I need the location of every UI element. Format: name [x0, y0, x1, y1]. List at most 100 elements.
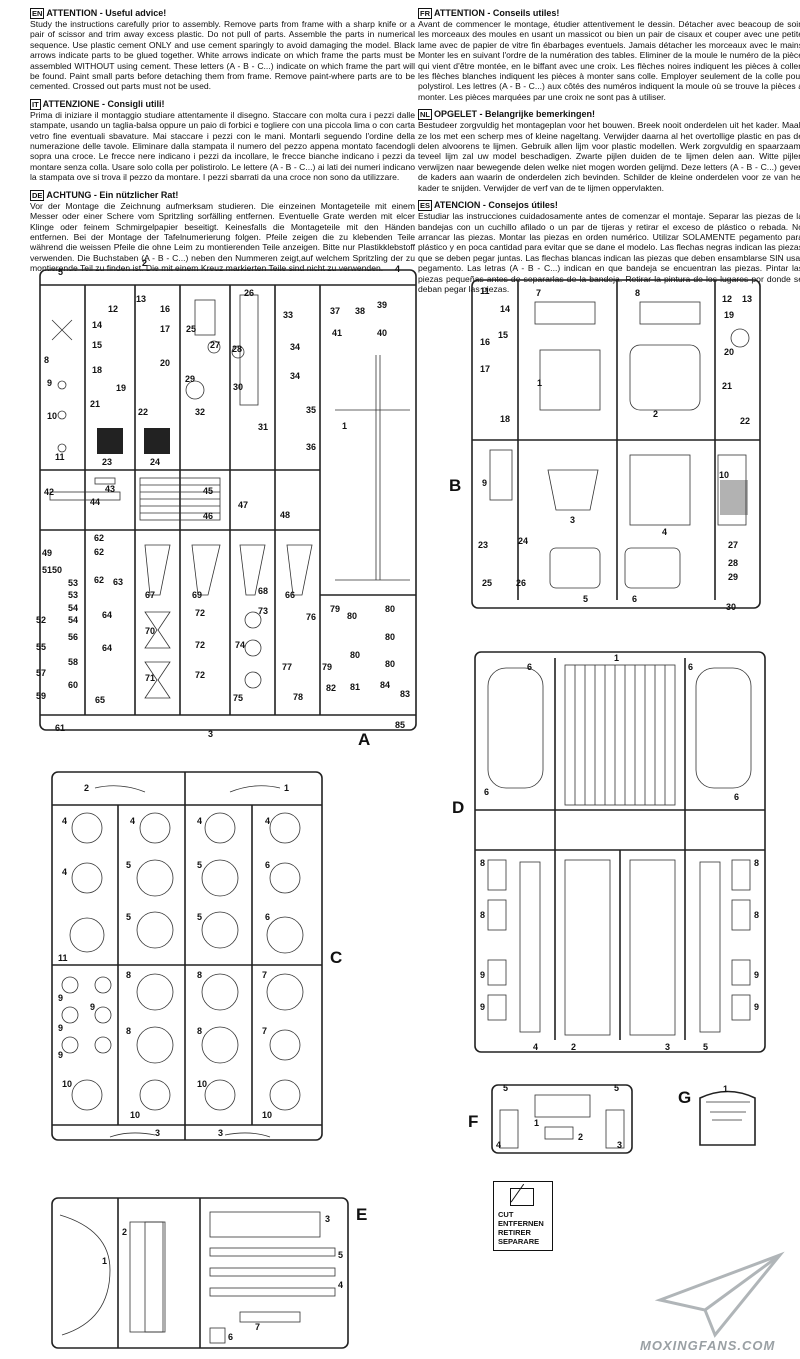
svg-text:8: 8: [480, 910, 485, 920]
svg-text:2: 2: [122, 1227, 127, 1237]
svg-text:15: 15: [92, 340, 102, 350]
svg-text:71: 71: [145, 673, 155, 683]
svg-text:1: 1: [614, 653, 619, 663]
svg-text:30: 30: [726, 602, 736, 612]
svg-text:9: 9: [754, 970, 759, 980]
svg-text:11: 11: [58, 953, 68, 963]
svg-text:6: 6: [484, 787, 489, 797]
frame-c-label: C: [330, 948, 342, 967]
cut-label: ENTFERNEN: [498, 1219, 544, 1228]
svg-text:28: 28: [232, 344, 242, 354]
lang-code: NL: [418, 109, 432, 121]
svg-text:53: 53: [68, 590, 78, 600]
frame-d-label: D: [452, 798, 464, 817]
svg-text:12: 12: [722, 294, 732, 304]
instruction-text: Prima di iniziare il montaggio studiare …: [30, 109, 415, 183]
svg-text:18: 18: [92, 365, 102, 375]
svg-text:20: 20: [724, 347, 734, 357]
svg-text:64: 64: [102, 643, 112, 653]
svg-text:70: 70: [145, 626, 155, 636]
svg-text:44: 44: [90, 497, 100, 507]
svg-text:4: 4: [533, 1042, 538, 1052]
svg-text:80: 80: [347, 611, 357, 621]
svg-text:29: 29: [185, 374, 195, 384]
svg-text:62: 62: [94, 533, 104, 543]
svg-text:51: 51: [42, 565, 52, 575]
svg-text:45: 45: [203, 486, 213, 496]
svg-text:1: 1: [723, 1084, 728, 1094]
svg-text:81: 81: [350, 682, 360, 692]
frame-f-label: F: [468, 1112, 478, 1131]
svg-text:4: 4: [496, 1140, 501, 1150]
svg-text:7: 7: [262, 1026, 267, 1036]
svg-text:5: 5: [583, 594, 588, 604]
svg-text:32: 32: [195, 407, 205, 417]
svg-text:9: 9: [480, 970, 485, 980]
svg-text:9: 9: [754, 1002, 759, 1012]
svg-text:3: 3: [617, 1140, 622, 1150]
svg-text:4: 4: [338, 1280, 343, 1290]
svg-text:6: 6: [688, 662, 693, 672]
svg-text:8: 8: [126, 970, 131, 980]
svg-text:39: 39: [377, 300, 387, 310]
svg-text:26: 26: [244, 288, 254, 298]
svg-text:8: 8: [44, 355, 49, 365]
svg-text:62: 62: [94, 547, 104, 557]
svg-text:28: 28: [728, 558, 738, 568]
svg-text:9: 9: [482, 478, 487, 488]
watermark-text: MOXINGFANS.COM: [640, 1338, 776, 1353]
svg-text:11: 11: [55, 452, 65, 462]
svg-text:54: 54: [68, 615, 78, 625]
paper-plane-icon: [654, 1251, 785, 1338]
svg-text:19: 19: [724, 310, 734, 320]
svg-text:35: 35: [306, 405, 316, 415]
svg-text:42: 42: [44, 487, 54, 497]
svg-text:4: 4: [265, 816, 270, 826]
svg-text:9: 9: [58, 1023, 63, 1033]
svg-text:6: 6: [527, 662, 532, 672]
svg-text:49: 49: [42, 548, 52, 558]
svg-text:79: 79: [322, 662, 332, 672]
svg-text:80: 80: [385, 632, 395, 642]
instruction-text: Vor der Montage die Zeichnung aufmerksam…: [30, 200, 415, 274]
svg-text:34: 34: [290, 342, 300, 352]
svg-text:24: 24: [518, 536, 528, 546]
svg-text:6: 6: [734, 792, 739, 802]
cut-label: RETIRER: [498, 1228, 531, 1237]
lang-code: IT: [30, 98, 41, 110]
svg-text:2: 2: [84, 783, 89, 793]
svg-text:53: 53: [68, 578, 78, 588]
svg-text:36: 36: [306, 442, 316, 452]
svg-text:5: 5: [197, 912, 202, 922]
svg-text:1: 1: [342, 421, 347, 431]
frame-g-label: G: [678, 1088, 691, 1107]
knife-icon: [510, 1188, 534, 1206]
instruction-title: ATTENTION - Conseils utiles!: [434, 8, 560, 18]
svg-text:9: 9: [47, 378, 52, 388]
svg-text:4: 4: [62, 867, 67, 877]
svg-text:17: 17: [480, 364, 490, 374]
svg-text:23: 23: [102, 457, 112, 467]
svg-text:78: 78: [293, 692, 303, 702]
svg-text:43: 43: [105, 484, 115, 494]
svg-text:5: 5: [126, 860, 131, 870]
svg-text:30: 30: [233, 382, 243, 392]
svg-text:2: 2: [571, 1042, 576, 1052]
svg-text:10: 10: [62, 1079, 72, 1089]
cut-legend-box: CUT ENTFERNEN RETIRER SEPARARE: [493, 1181, 553, 1251]
svg-text:5: 5: [197, 860, 202, 870]
lang-code: EN: [30, 8, 45, 19]
svg-text:68: 68: [258, 586, 268, 596]
svg-text:2: 2: [653, 409, 658, 419]
instruction-text: Estudiar las instrucciones cuidadosament…: [418, 211, 800, 294]
svg-text:77: 77: [282, 662, 292, 672]
